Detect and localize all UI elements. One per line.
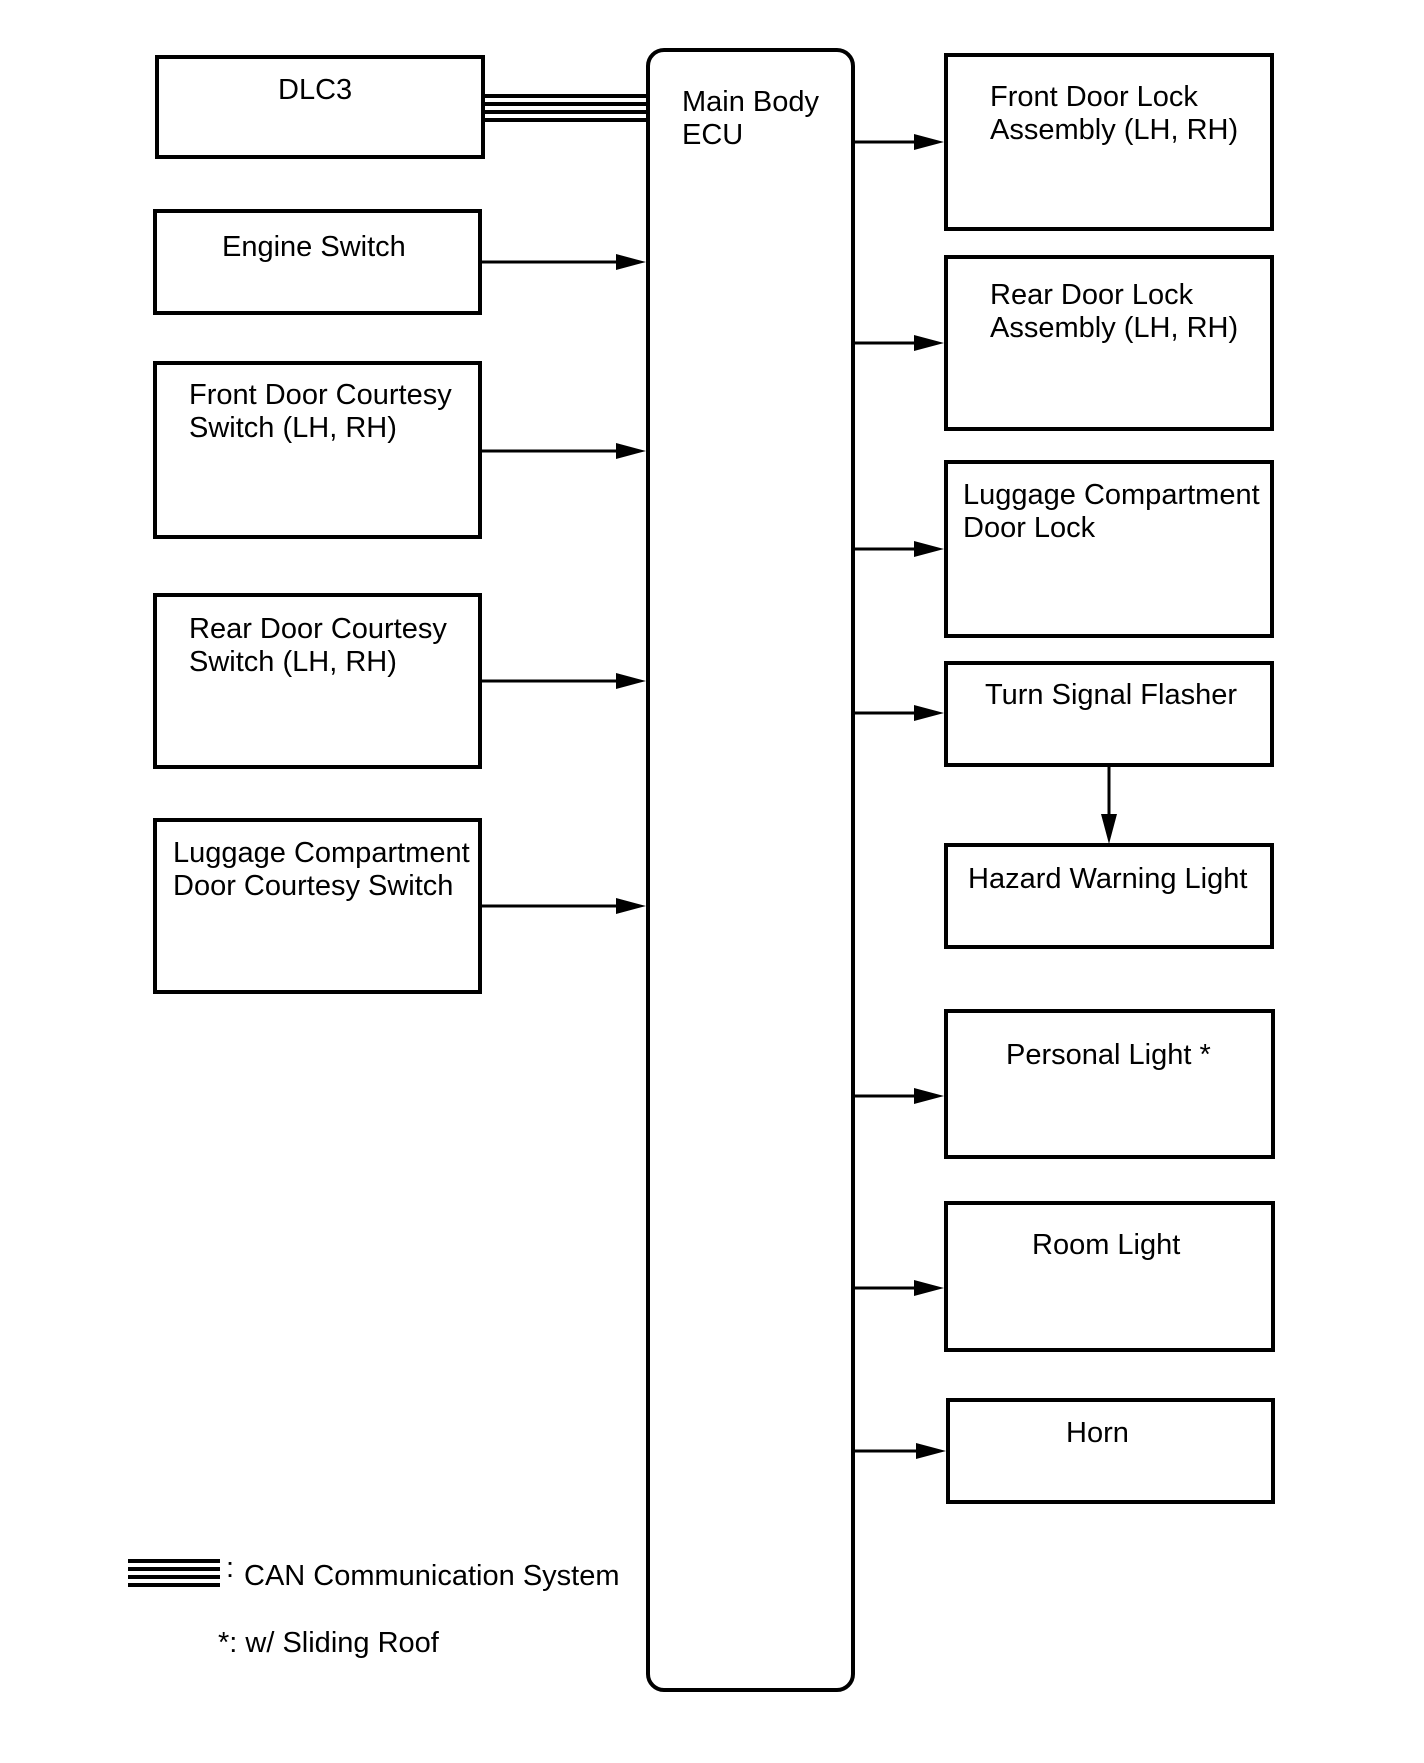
horn-node: Horn [946,1398,1275,1504]
luggage-door-courtesy-switch-node: Luggage Compartment Door Courtesy Switch [153,818,482,994]
rear-door-courtesy-switch-node: Rear Door Courtesy Switch (LH, RH) [153,593,482,769]
main-body-ecu-label: Main Body ECU [682,86,827,151]
front-door-lock-assembly-label-line-1: Front Door Lock [990,81,1198,113]
engine-switch-arrow [480,254,646,270]
footnote-sliding-roof: *: w/ Sliding Roof [218,1627,440,1659]
svg-text:Front Door Courtesy Swit: Front Door Courtesy Switch (LH, RH) [189,379,460,444]
svg-text:Luggage Compartment Door: Luggage Compartment Door Lock [963,479,1268,544]
can-line-symbol [128,1559,220,1587]
front-door-courtesy-switch-label-line-2: Switch (LH, RH) [189,412,397,444]
engine-switch-node: Engine Switch [153,209,482,315]
front-door-lock-assembly-label-line-2: Assembly (LH, RH) [990,114,1238,146]
engine-switch-label: Engine Switch [222,231,406,263]
luggage-door-courtesy-switch-label-line-2: Door Courtesy Switch [173,870,453,902]
rear-door-lock-assembly-label-line-1: Rear Door Lock [990,279,1194,311]
turn-signal-flasher-node: Turn Signal Flasher [944,661,1274,767]
room-light-node: Room Light [944,1201,1275,1352]
svg-text:Horn: Horn [1066,1417,1129,1449]
front-door-lock-assembly-node: Front Door Lock Assembly (LH, RH) [944,53,1274,231]
svg-text:Room Light: Room Light [1032,1229,1180,1261]
svg-text:Personal Light *: Personal Light * [1006,1039,1211,1071]
personal-light-label: Personal Light * [1006,1039,1211,1071]
room-light-arrow [853,1280,944,1296]
luggage-compartment-door-lock-label-line-1: Luggage Compartment [963,479,1260,511]
luggage-compartment-door-lock-node: Luggage Compartment Door Lock [944,460,1274,638]
rear-door-lock-assembly-label-line-2: Assembly (LH, RH) [990,312,1238,344]
ecu-label-line-2: ECU [682,119,743,151]
personal-light-arrow [853,1088,944,1104]
rear-door-courtesy-switch-arrow [480,673,646,689]
can-legend-label: CAN Communication System [244,1560,620,1592]
ecu-label-line-1: Main Body [682,86,820,118]
svg-text:DLC3: DLC3 [278,74,352,106]
svg-text:Hazard Warning Light: Hazard Warning Light [968,863,1247,895]
room-light-label: Room Light [1032,1229,1180,1261]
dlc3-can-link [483,94,648,122]
svg-text:Front Door Lock Assembly: Front Door Lock Assembly (LH, RH) [990,81,1238,146]
svg-text:Turn Signal Flasher: Turn Signal Flasher [985,679,1237,711]
rear-door-courtesy-switch-label-line-2: Switch (LH, RH) [189,646,397,678]
flasher-to-hazard-arrow [1101,765,1117,844]
hazard-warning-light-node: Hazard Warning Light [944,843,1274,949]
front-door-lock-assembly-arrow [853,134,944,150]
luggage-compartment-door-lock-label-line-2: Door Lock [963,512,1096,544]
main-body-ecu-box [646,48,855,1692]
rear-door-courtesy-switch-label-line-1: Rear Door Courtesy [189,613,447,645]
horn-arrow [853,1443,946,1459]
turn-signal-flasher-label: Turn Signal Flasher [985,679,1237,711]
front-door-courtesy-switch-label-line-1: Front Door Courtesy [189,379,452,411]
luggage-door-courtesy-switch-arrow [480,898,646,914]
personal-light-node: Personal Light * [944,1009,1275,1159]
front-door-courtesy-switch-node: Front Door Courtesy Switch (LH, RH) [153,361,482,539]
luggage-door-courtesy-switch-label-line-1: Luggage Compartment [173,837,470,869]
hazard-warning-light-label: Hazard Warning Light [968,863,1247,895]
rear-door-lock-assembly-node: Rear Door Lock Assembly (LH, RH) [944,255,1274,431]
dlc3-label: DLC3 [278,74,352,106]
can-legend-separator: : [226,1552,234,1584]
dlc3-node: DLC3 [155,55,485,159]
svg-text:Engine Switch: Engine Switch [222,231,406,263]
legend: : CAN Communication System *: w/ Sliding… [128,1552,620,1659]
turn-signal-flasher-arrow [853,705,944,721]
rear-door-lock-assembly-arrow [853,335,944,351]
front-door-courtesy-switch-arrow [480,443,646,459]
svg-text:Rear Door Lock Assembly: Rear Door Lock Assembly (LH, RH) [990,279,1238,344]
luggage-compartment-door-lock-arrow [853,541,944,557]
horn-label: Horn [1066,1417,1129,1449]
svg-text:Luggage Compartment Door: Luggage Compartment Door Courtesy Switch [173,837,478,902]
svg-text:Rear Door Courtesy Switc: Rear Door Courtesy Switch (LH, RH) [189,613,455,678]
